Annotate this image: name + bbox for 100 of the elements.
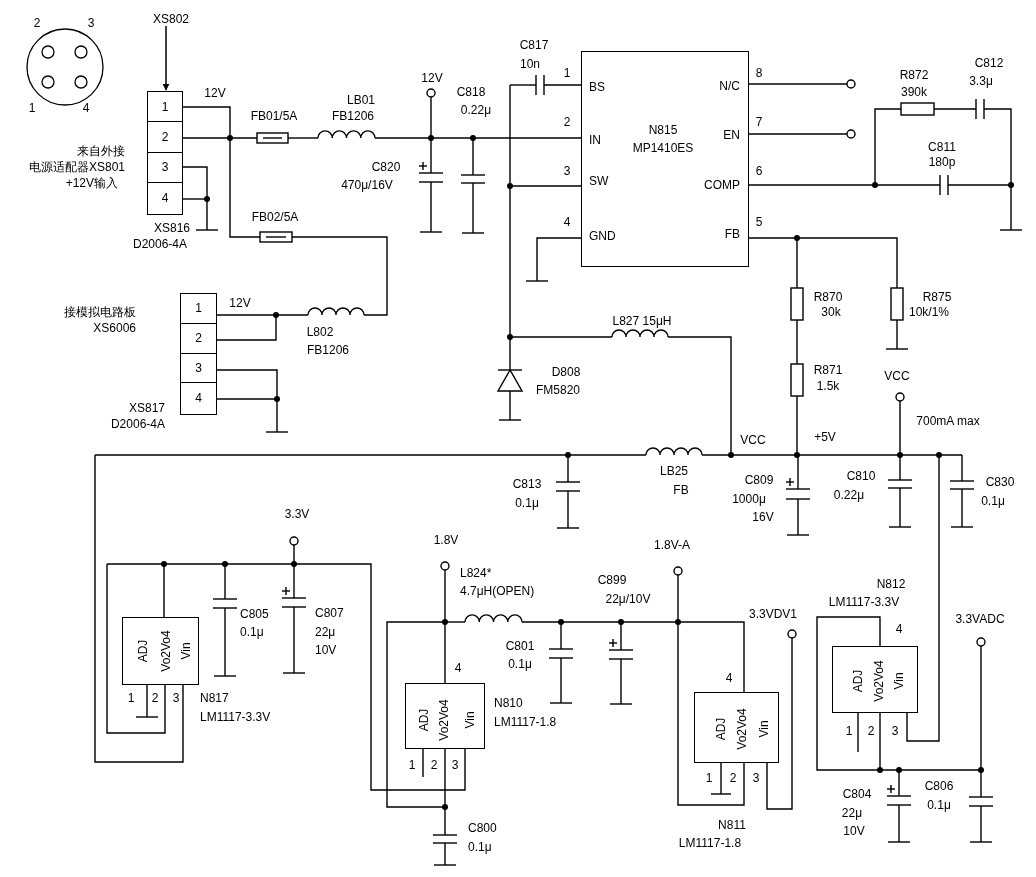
pin-number: 8 <box>755 67 763 79</box>
note-text: 700mA max <box>916 415 980 427</box>
connector-pin: 1 <box>148 92 182 123</box>
component-label: C807 <box>315 607 344 619</box>
pin-label: N/C <box>719 80 740 92</box>
pin-number: 2 <box>151 692 159 704</box>
component-label: 22μ <box>841 807 863 819</box>
component-label: 22μ <box>315 626 336 638</box>
component-label: FB <box>673 484 689 496</box>
voltage-label: 1.8V <box>433 534 459 546</box>
voltage-label: 3.3V <box>284 508 310 520</box>
component-label: 1000μ <box>732 493 766 505</box>
chip-label: N815 <box>648 124 678 136</box>
connector-block <box>180 293 217 415</box>
pin-label: Vo2Vo4 <box>873 660 885 702</box>
component-label: 470μ/16V <box>341 179 393 191</box>
ic-box <box>694 692 779 763</box>
part-label: LM1117-1.8 <box>678 837 742 849</box>
connector-pin: 2 <box>181 323 216 354</box>
component-label: C809 <box>744 474 774 486</box>
pin-label: FB <box>724 228 740 240</box>
component-label: 0.1μ <box>927 799 951 811</box>
voltage-label: +5V <box>814 431 836 443</box>
pin-number: 3 <box>172 692 180 704</box>
component-label: 30k <box>821 306 841 318</box>
component-label: C812 <box>974 57 1004 69</box>
component-label: L827 15μH <box>612 315 672 327</box>
component-label: 390k <box>901 86 927 98</box>
part-label: N810 <box>494 697 523 709</box>
pin-number: 4 <box>82 102 90 114</box>
note-text: 接模拟电路板 <box>64 306 136 318</box>
component-label: LB01 <box>347 94 375 106</box>
component-label: 10k/1% <box>909 306 949 318</box>
part-label: LM1117-1.8 <box>494 716 557 728</box>
pin-number: 1 <box>28 102 36 114</box>
pin-label: EN <box>723 129 740 141</box>
pin-number: 3 <box>451 759 459 771</box>
voltage-label: 12V <box>229 297 251 309</box>
component-label: C899 <box>597 574 627 586</box>
component-label: R870 <box>813 291 843 303</box>
pin-number: 3 <box>752 772 760 784</box>
part-label: N811 <box>718 819 746 831</box>
component-label: FB01/5A <box>250 110 298 122</box>
component-label: 10V <box>843 825 865 837</box>
connector-pin: 4 <box>194 390 203 408</box>
pin-label: ADJ <box>137 639 149 663</box>
pin-number: 4 <box>725 672 733 684</box>
pin-number: 7 <box>755 116 763 128</box>
component-label: 0.1μ <box>240 626 264 638</box>
component-label: FB02/5A <box>251 211 299 223</box>
connector-pin: 2 <box>148 122 182 153</box>
voltage-label: 3.3VADC <box>955 613 1005 625</box>
component-label: C810 <box>846 470 876 482</box>
pin-number: 3 <box>563 165 571 177</box>
voltage-label: 12V <box>204 87 226 99</box>
component-label: 16V <box>752 511 774 523</box>
voltage-label: 1.8V-A <box>654 539 690 551</box>
component-label: C806 <box>924 780 954 792</box>
component-label: FM5820 <box>536 384 580 396</box>
component-label: LB25 <box>660 465 688 477</box>
component-label: FB1206 <box>307 344 349 356</box>
ic-box <box>832 646 918 713</box>
connector-pin: 4 <box>160 189 170 207</box>
pin-label: Vo2Vo4 <box>438 699 450 741</box>
pin-label: COMP <box>704 179 740 191</box>
note-text: 电源适配器XS801 <box>28 161 125 173</box>
pin-number: 1 <box>845 725 853 737</box>
pin-number: 3 <box>891 725 899 737</box>
pin-label: Vo2Vo4 <box>736 708 748 750</box>
component-label: R872 <box>899 69 929 81</box>
pin-label: ADJ <box>715 717 727 741</box>
part-label: LM1117-3.3V <box>828 596 900 608</box>
component-label: C818 <box>456 86 486 98</box>
voltage-label: 12V <box>421 72 443 84</box>
pin-number: 1 <box>563 67 571 79</box>
component-label: R871 <box>813 364 843 376</box>
component-label: C801 <box>505 640 535 652</box>
component-label: C813 <box>512 478 542 490</box>
pin-number: 1 <box>705 772 713 784</box>
component-label: FB1206 <box>332 110 374 122</box>
component-label: C805 <box>240 608 269 620</box>
part-label: D2006-4A <box>110 418 165 430</box>
pin-label: BS <box>589 81 605 93</box>
voltage-label: 3.3VDV1 <box>749 608 797 620</box>
pin-number: 1 <box>408 759 416 771</box>
pin-number: 4 <box>563 216 571 228</box>
pin-label: Vo2Vo4 <box>160 630 172 672</box>
pin-number: 5 <box>755 216 763 228</box>
voltage-label: VCC <box>740 434 766 446</box>
component-label: 22μ/10V <box>605 593 651 605</box>
component-label: 0.22μ <box>460 104 492 116</box>
pin-number: 1 <box>127 692 135 704</box>
arrow <box>162 25 170 91</box>
note-text: +12V输入 <box>65 177 118 189</box>
component-label: 0.1μ <box>468 841 492 853</box>
pin-label: Vin <box>758 720 770 738</box>
pin-number: 2 <box>33 17 41 29</box>
pin-number: 4 <box>895 623 903 635</box>
pin-number: 2 <box>430 759 438 771</box>
pin-label: SW <box>589 175 609 187</box>
